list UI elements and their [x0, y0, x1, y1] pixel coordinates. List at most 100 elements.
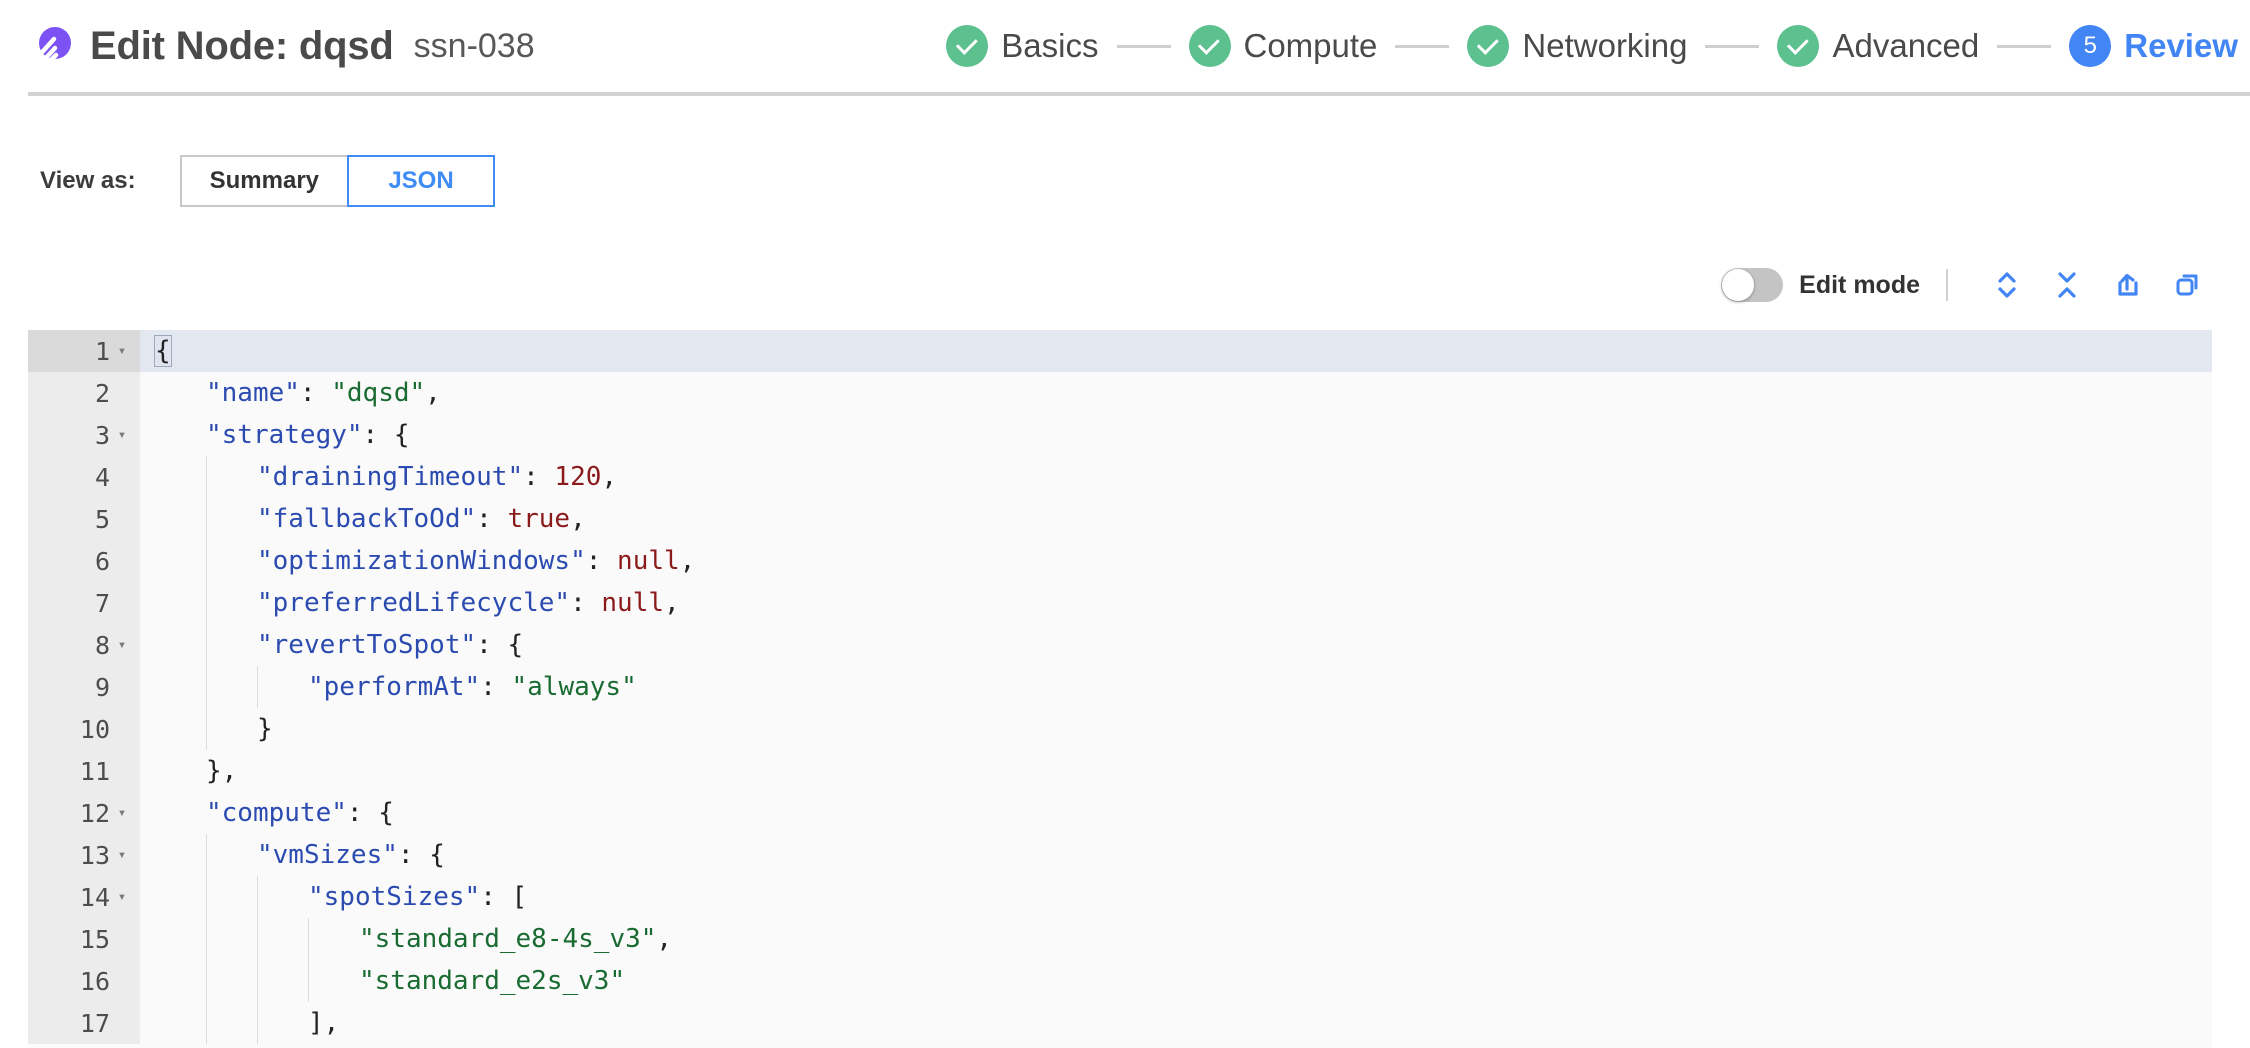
step-check-icon	[1467, 25, 1510, 67]
fold-toggle-icon[interactable]: ▾	[117, 847, 127, 863]
code-line-content[interactable]: "standard_e2s_v3"	[140, 960, 2212, 1002]
line-number-gutter: 13▾	[28, 834, 140, 876]
toolbar-divider	[1946, 269, 1948, 301]
code-line[interactable]: 12 ▾ "compute": {	[28, 792, 2212, 834]
token-k: "compute"	[206, 798, 347, 828]
code-line[interactable]: 17],	[28, 1002, 2212, 1044]
spot-comet-logo-icon	[28, 23, 74, 69]
token-p: :	[299, 378, 332, 408]
fold-toggle-icon[interactable]: ▾	[117, 343, 127, 359]
stepper-item-networking[interactable]: Networking	[1467, 25, 1687, 67]
code-line[interactable]: 8▾"revertToSpot": {	[28, 624, 2212, 666]
line-number-gutter: 1▾	[28, 330, 140, 372]
token-s: "standard_e2s_v3"	[359, 966, 626, 996]
code-line[interactable]: 13▾"vmSizes": {	[28, 834, 2212, 876]
fold-toggle-icon[interactable]: ▾	[117, 889, 127, 905]
code-line[interactable]: 2"name": "dqsd",	[28, 372, 2212, 414]
code-line[interactable]: 6 "optimizationWindows": null,	[28, 540, 2212, 582]
code-text: },	[140, 750, 237, 792]
code-line[interactable]: 1▾{	[28, 330, 2212, 372]
export-icon[interactable]	[2104, 265, 2150, 305]
code-line-content[interactable]: "name": "dqsd",	[140, 372, 2212, 414]
code-line-content[interactable]: "strategy": {	[140, 414, 2212, 456]
code-line-content[interactable]: "compute": {	[140, 792, 2212, 834]
code-line-content[interactable]: "spotSizes": [	[140, 876, 2212, 918]
code-line-content[interactable]: "drainingTimeout": 120,	[140, 456, 2212, 498]
code-line[interactable]: 4"drainingTimeout": 120,	[28, 456, 2212, 498]
stepper-item-label: Review	[2124, 27, 2238, 64]
token-n: 120	[554, 462, 602, 492]
code-line-content[interactable]: ],	[140, 1002, 2212, 1044]
line-number: 7	[94, 588, 110, 618]
code-line-content[interactable]: "preferredLifecycle": null,	[140, 582, 2212, 624]
token-p: ,	[664, 588, 680, 618]
code-text: "drainingTimeout": 120,	[140, 456, 617, 498]
token-p: : {	[476, 630, 524, 660]
token-s: "always"	[511, 672, 637, 702]
step-connector	[1705, 44, 1760, 48]
token-p: :	[523, 462, 555, 492]
code-line[interactable]: 5"fallbackToOd": true,	[28, 498, 2212, 540]
token-p: : {	[397, 840, 445, 870]
code-line[interactable]: 16"standard_e2s_v3"	[28, 960, 2212, 1002]
code-line-content[interactable]: },	[140, 750, 2212, 792]
token-p: :	[585, 546, 618, 576]
stepper-item-label: Advanced	[1832, 27, 1980, 64]
fold-toggle-icon[interactable]: ▾	[117, 427, 127, 443]
page-title: Edit Node: dqsd	[90, 23, 394, 68]
line-number-gutter: 8▾	[28, 624, 140, 666]
token-k: "name"	[206, 378, 300, 408]
code-line-content[interactable]: "standard_e8-4s_v3",	[140, 918, 2212, 960]
token-s: "standard_e8-4s_v3"	[359, 924, 657, 954]
line-number: 1	[94, 336, 110, 366]
json-editor[interactable]: 1▾{2"name": "dqsd",3▾"strategy": {4"drai…	[28, 330, 2212, 1048]
token-k: "drainingTimeout"	[257, 462, 524, 492]
edit-mode-toggle[interactable]	[1721, 268, 1784, 302]
view-as-label: View as:	[40, 167, 136, 194]
line-number: 15	[79, 924, 110, 954]
token-k: "spotSizes"	[308, 882, 481, 912]
line-number: 6	[94, 546, 110, 576]
editor-toolbar: Edit mode	[1721, 262, 2210, 308]
code-line-content[interactable]: "performAt": "always"	[140, 666, 2212, 708]
code-line[interactable]: 7 "preferredLifecycle": null,	[28, 582, 2212, 624]
code-line-content[interactable]: "revertToSpot": {	[140, 624, 2212, 666]
code-line-content[interactable]: "fallbackToOd": true,	[140, 498, 2212, 540]
stepper-item-advanced[interactable]: Advanced	[1777, 25, 1979, 67]
stepper-item-basics[interactable]: Basics	[946, 25, 1099, 67]
code-text: "revertToSpot": {	[140, 624, 523, 666]
code-line[interactable]: 3▾"strategy": {	[28, 414, 2212, 456]
stepper-item-compute[interactable]: Compute	[1188, 25, 1377, 67]
code-line-content[interactable]: }	[140, 708, 2212, 750]
line-number-gutter: 6	[28, 540, 140, 582]
token-s: "dqsd"	[331, 378, 426, 408]
collapse-all-icon[interactable]	[2044, 265, 2090, 305]
token-k: "fallbackToOd"	[257, 504, 477, 534]
edit-mode-label: Edit mode	[1799, 270, 1920, 299]
expand-all-icon[interactable]	[1984, 265, 2030, 305]
code-line[interactable]: 15 "standard_e8-4s_v3",	[28, 918, 2212, 960]
token-p: :	[480, 672, 512, 702]
token-p: : {	[362, 420, 410, 450]
code-line[interactable]: 9"performAt": "always"	[28, 666, 2212, 708]
line-number: 12	[79, 798, 110, 828]
line-number-gutter: 14▾	[28, 876, 140, 918]
code-line-content[interactable]: {	[140, 330, 2212, 372]
token-k: "preferredLifecycle"	[257, 588, 571, 618]
view-as-option-summary[interactable]: Summary	[179, 155, 350, 207]
fold-toggle-icon[interactable]: ▾	[117, 637, 127, 653]
code-text: "performAt": "always"	[140, 666, 637, 708]
fold-toggle-icon[interactable]: ▾	[117, 805, 127, 821]
code-line[interactable]: 14▾"spotSizes": [	[28, 876, 2212, 918]
code-line-content[interactable]: "vmSizes": {	[140, 834, 2212, 876]
line-number-gutter: 2	[28, 372, 140, 414]
code-line-content[interactable]: "optimizationWindows": null,	[140, 540, 2212, 582]
copy-icon[interactable]	[2164, 265, 2210, 305]
code-line[interactable]: 11},	[28, 750, 2212, 792]
view-as-option-json[interactable]: JSON	[347, 155, 496, 207]
token-p: ,	[656, 924, 673, 954]
code-line[interactable]: 10}	[28, 708, 2212, 750]
